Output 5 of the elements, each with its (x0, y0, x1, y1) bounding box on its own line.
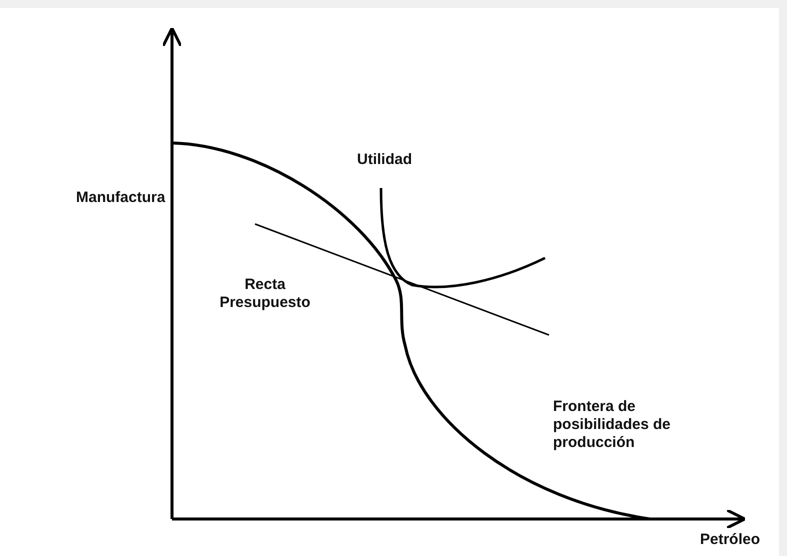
axis-label: Petróleo (700, 531, 762, 549)
line-label: Recta Presupuesto (218, 276, 312, 312)
axis-label: Manufactura (76, 189, 166, 207)
curve-label: Utilidad (357, 151, 413, 169)
curve-label: Frontera de posibilidades de producción (553, 398, 672, 452)
